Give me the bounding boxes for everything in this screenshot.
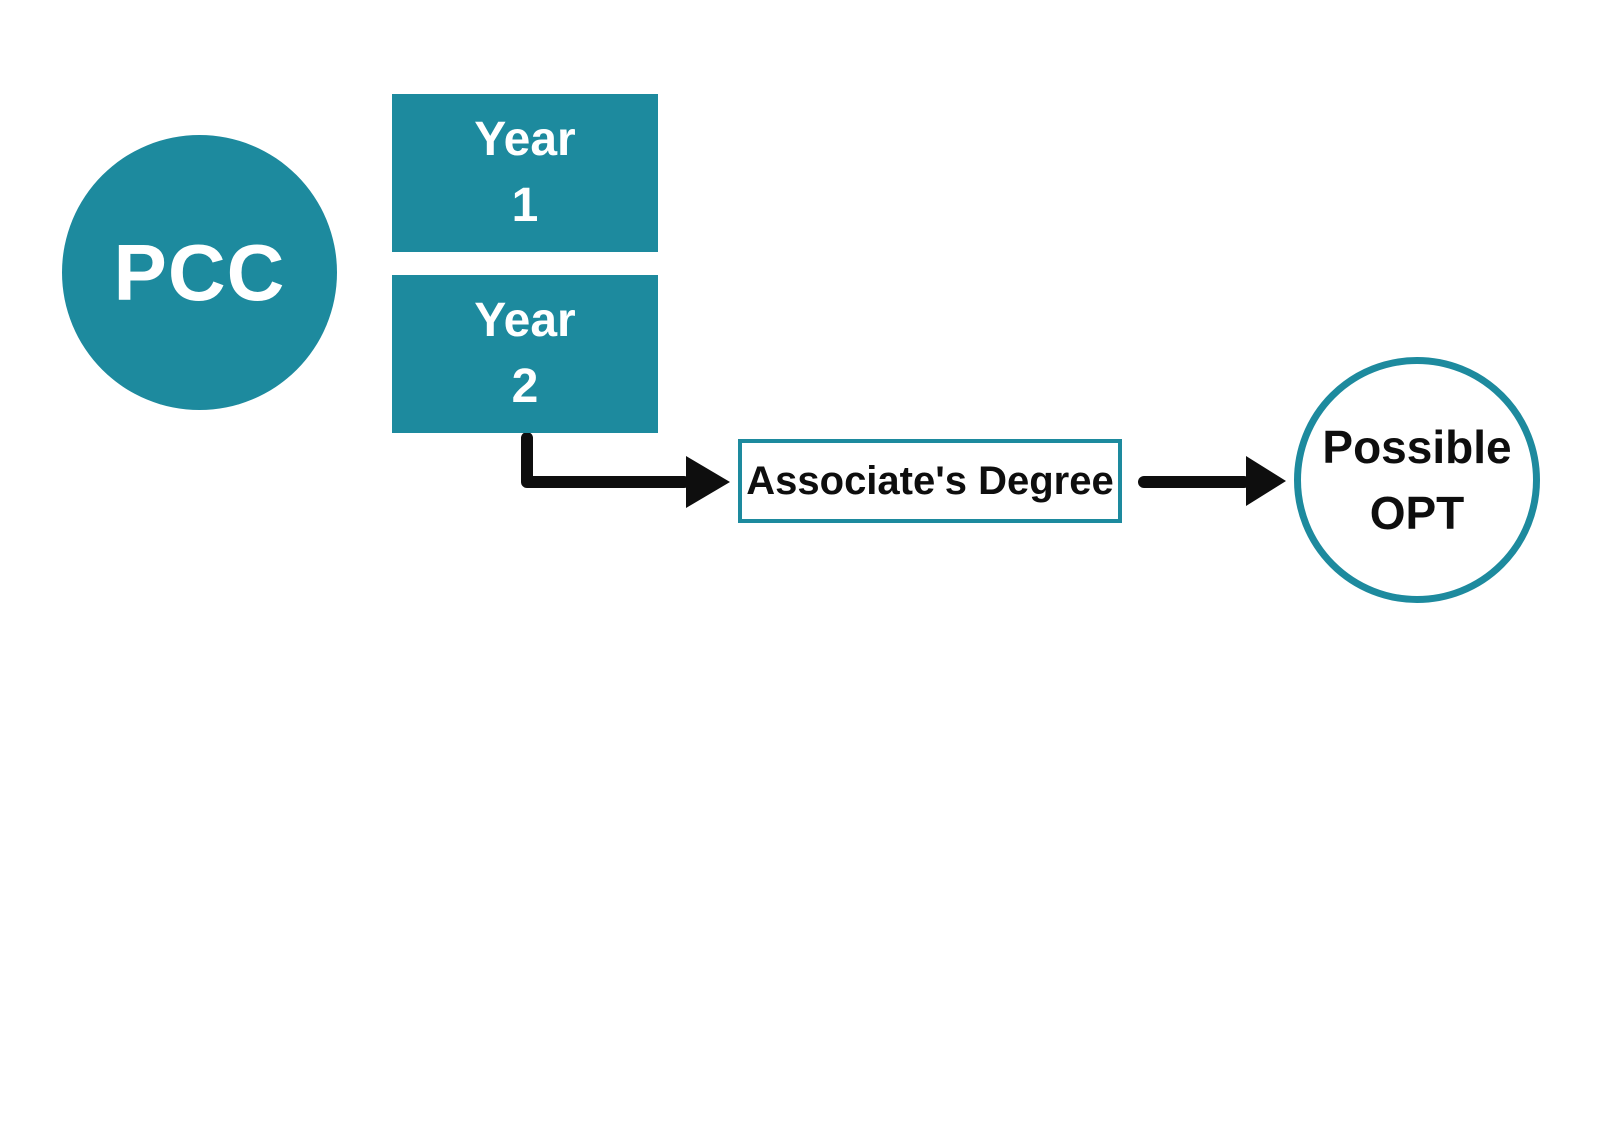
possible-opt-label-line2: OPT <box>1369 487 1465 539</box>
year1-node: Year 1 <box>392 94 658 252</box>
possible-opt-node: Possible OPT <box>1294 357 1540 603</box>
pcc-label: PCC <box>113 227 286 317</box>
year2-label-line1: Year <box>474 294 576 347</box>
associates-degree-node: Associate's Degree <box>738 439 1122 523</box>
year1-label-line2: 1 <box>511 179 539 232</box>
year2-node: Year 2 <box>392 275 658 433</box>
possible-opt-label-line1: Possible <box>1322 421 1512 473</box>
elbow-arrow <box>521 432 730 508</box>
straight-arrow <box>1138 456 1286 506</box>
year2-label-line2: 2 <box>511 360 539 413</box>
associates-degree-label: Associate's Degree <box>746 458 1114 503</box>
year1-label-line1: Year <box>474 113 576 166</box>
pcc-node: PCC <box>62 135 337 410</box>
